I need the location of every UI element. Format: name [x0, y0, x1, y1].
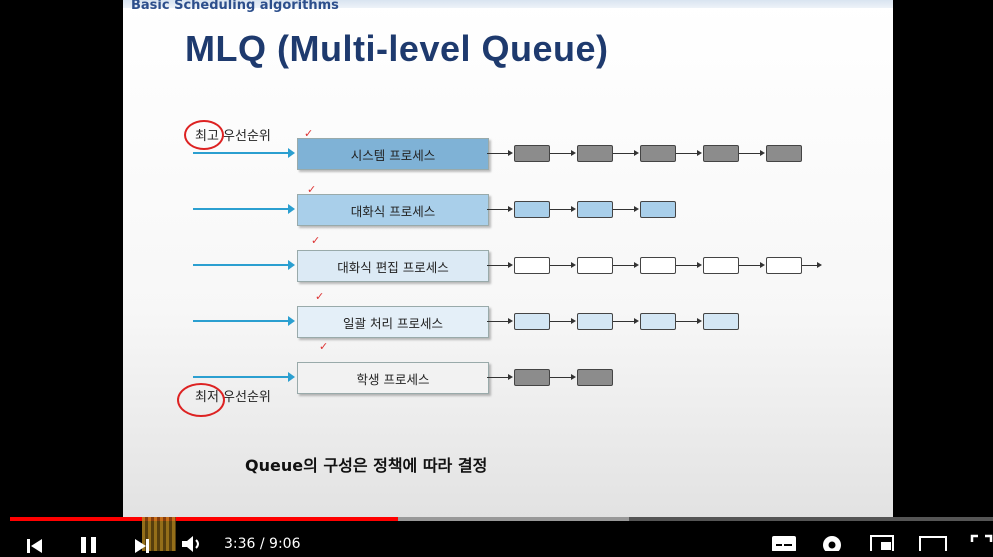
queue-slot [703, 257, 739, 274]
queue-link-arrow [613, 262, 639, 268]
process-label-box: 학생 프로세스 [297, 362, 489, 394]
incoming-arrow [193, 316, 295, 326]
queue-slot [640, 313, 676, 330]
queue-slot [514, 257, 550, 274]
check-mark-icon: ✓ [307, 183, 317, 196]
queue-slot [766, 257, 802, 274]
slide-title: MLQ (Multi-level Queue) [185, 28, 609, 69]
check-mark-icon: ✓ [304, 127, 314, 140]
queue-link-arrow [550, 374, 576, 380]
time-display: 3:36 / 9:06 [224, 536, 301, 552]
next-icon[interactable] [132, 533, 152, 553]
progress-played[interactable] [10, 517, 399, 521]
queue-link-arrow [676, 318, 702, 324]
subtitles-icon[interactable] [771, 535, 797, 552]
fullscreen-icon[interactable] [970, 534, 993, 551]
queue-slot [640, 257, 676, 274]
incoming-arrow [193, 148, 295, 158]
queue-slot [577, 257, 613, 274]
queue-slot [703, 313, 739, 330]
incoming-arrow [193, 260, 295, 270]
volume-icon[interactable] [180, 533, 206, 553]
incoming-arrow [193, 372, 295, 382]
queue-link-arrow [613, 318, 639, 324]
incoming-arrow [193, 204, 295, 214]
queue-link-arrow [487, 374, 513, 380]
theater-mode-icon[interactable] [918, 534, 948, 554]
queue-link-arrow [739, 150, 765, 156]
queue-slot [577, 201, 613, 218]
queue-slot [514, 313, 550, 330]
breadcrumb: Basic Scheduling algorithms [131, 0, 339, 13]
miniplayer-icon[interactable] [869, 534, 895, 553]
queue-slot [640, 145, 676, 162]
queue-link-arrow [550, 318, 576, 324]
queue-slot [640, 201, 676, 218]
settings-gear-icon[interactable] [820, 533, 844, 554]
queue-slot [577, 369, 613, 386]
highlight-circle-top [184, 120, 224, 150]
queue-link-arrow [487, 150, 513, 156]
queue-slot [577, 313, 613, 330]
queue-link-arrow [487, 318, 513, 324]
check-mark-icon: ✓ [311, 234, 321, 247]
previous-icon[interactable] [24, 533, 44, 553]
queue-slot [514, 145, 550, 162]
queue-link-arrow [487, 262, 513, 268]
process-label-box: 대화식 편집 프로세스 [297, 250, 489, 282]
queue-slot [577, 145, 613, 162]
queue-link-arrow [739, 262, 765, 268]
queue-link-arrow [550, 206, 576, 212]
process-label-box: 일괄 처리 프로세스 [297, 306, 489, 338]
queue-tail-arrow [802, 262, 822, 268]
slide-header-bar [123, 0, 893, 8]
queue-slot [514, 369, 550, 386]
queue-link-arrow [550, 150, 576, 156]
process-label-box: 대화식 프로세스 [297, 194, 489, 226]
pause-icon[interactable] [78, 533, 100, 553]
queue-link-arrow [487, 206, 513, 212]
highlight-circle-bottom [177, 383, 225, 417]
queue-link-arrow [676, 150, 702, 156]
queue-slot [514, 201, 550, 218]
queue-slot [766, 145, 802, 162]
footer-caption: Queue의 구성은 정책에 따라 결정 [245, 456, 488, 475]
slide: Basic Scheduling algorithms MLQ (Multi-l… [123, 0, 893, 520]
check-mark-icon: ✓ [319, 340, 329, 353]
queue-slot [703, 145, 739, 162]
queue-link-arrow [613, 150, 639, 156]
queue-link-arrow [613, 206, 639, 212]
check-mark-icon: ✓ [315, 290, 325, 303]
process-label-box: 시스템 프로세스 [297, 138, 489, 170]
queue-link-arrow [676, 262, 702, 268]
queue-link-arrow [550, 262, 576, 268]
